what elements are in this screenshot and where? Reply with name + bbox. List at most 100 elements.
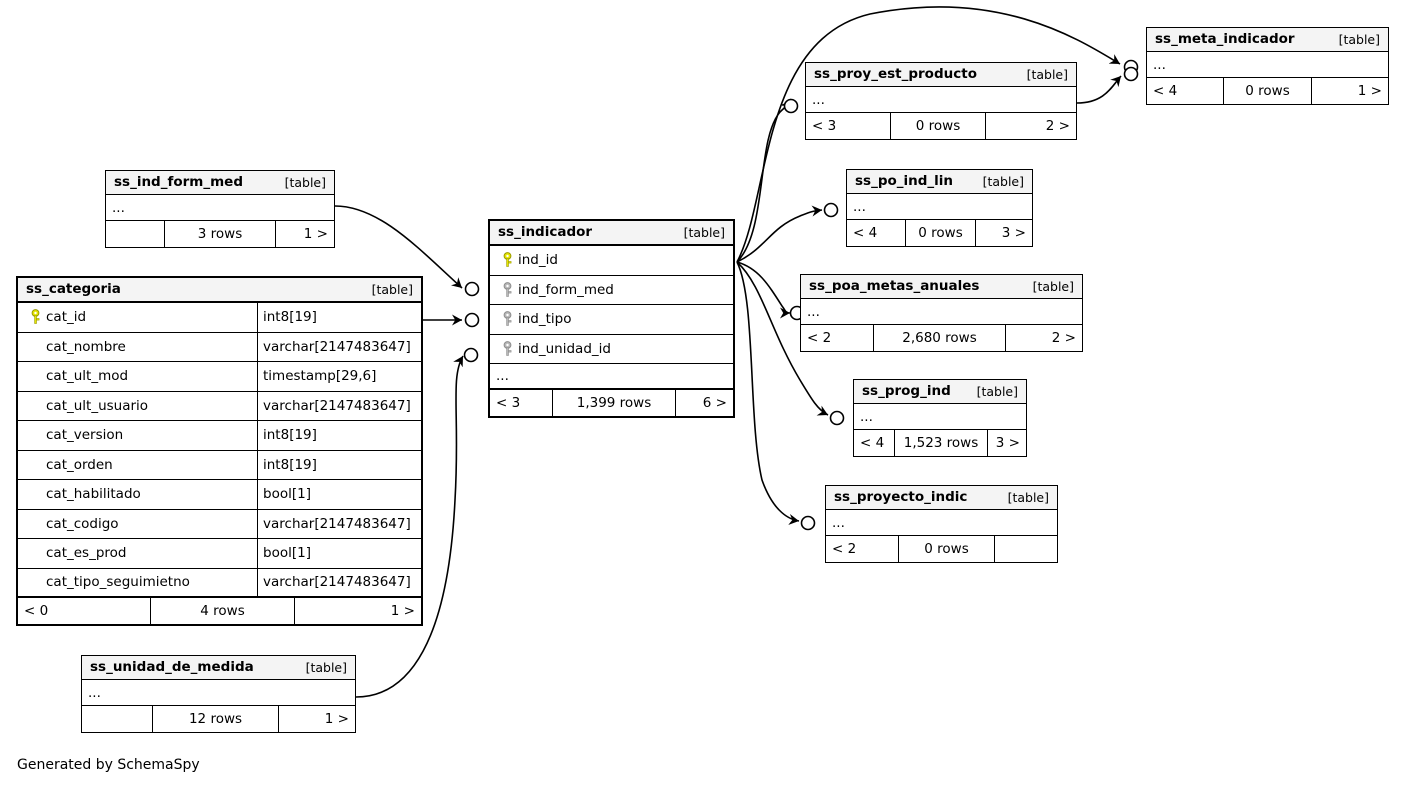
foreign-key-icon (496, 340, 518, 357)
table-name: ss_meta_indicador (1155, 31, 1295, 47)
table-footer: < 3 0 rows 2 > (806, 113, 1076, 139)
table-type-tag: [table] (683, 224, 725, 240)
footer-parent-count: < 0 (24, 603, 49, 619)
more-columns-indicator: ... (806, 87, 1076, 113)
table-type-tag: [table] (305, 659, 347, 675)
table-ss_unidad_de_medida[interactable]: ss_unidad_de_medida [table] ... 12 rows … (81, 655, 356, 733)
schemaspy-credit: Generated by SchemaSpy (17, 757, 200, 773)
table-row: cat_version int8[19] (18, 421, 421, 451)
footer-child-count: 2 > (1051, 330, 1076, 346)
table-type-tag: [table] (976, 383, 1018, 399)
edge-proy-est-producto-to-meta-indicador (1076, 75, 1122, 104)
table-ss_poa_metas_anuales[interactable]: ss_poa_metas_anuales [table] ... < 2 2,6… (800, 274, 1083, 352)
table-type-tag: [table] (1026, 66, 1068, 82)
footer-parent-count (106, 221, 164, 247)
table-type-tag: [table] (284, 174, 326, 190)
column-type: int8[19] (257, 450, 421, 479)
table-row: cat_nombre varchar[2147483647] (18, 332, 421, 362)
column-name: ind_form_med (518, 281, 614, 298)
footer-row-count: 0 rows (890, 113, 986, 139)
footer-parent-count: < 3 (496, 395, 521, 411)
footer-parent-count (82, 706, 152, 732)
column-name: cat_es_prod (46, 545, 127, 562)
column-name: cat_version (46, 427, 124, 444)
footer-child-count: 2 > (1045, 118, 1070, 134)
table-ss_po_ind_lin[interactable]: ss_po_ind_lin [table] ... < 4 0 rows 3 > (846, 169, 1033, 247)
table-header: ss_indicador [table] (490, 221, 733, 246)
column-name: cat_ult_mod (46, 368, 129, 385)
table-ss_indicador[interactable]: ss_indicador [table] ind_id (488, 219, 735, 418)
table-footer: 12 rows 1 > (82, 706, 355, 732)
column-type: bool[1] (257, 480, 421, 509)
column-type: int8[19] (257, 421, 421, 450)
table-ss_proy_est_producto[interactable]: ss_proy_est_producto [table] ... < 3 0 r… (805, 62, 1077, 140)
column-cell: ind_id (490, 246, 733, 275)
column-cell: cat_id (18, 303, 257, 332)
more-columns-indicator: ... (106, 195, 334, 221)
column-cell: cat_nombre (18, 333, 257, 362)
edge-endpoint-circle (463, 347, 479, 363)
column-name: cat_tipo_seguimietno (46, 574, 190, 591)
column-type: varchar[2147483647] (257, 509, 421, 538)
footer-row-count: 1,399 rows (552, 390, 676, 416)
footer-child-count: 1 > (1357, 83, 1382, 99)
table-footer: < 4 0 rows 3 > (847, 220, 1032, 246)
column-cell: ind_unidad_id (490, 335, 733, 364)
more-columns-indicator: ... (826, 510, 1057, 536)
table-row: cat_id int8[19] (18, 303, 421, 333)
table-type-tag: [table] (982, 173, 1024, 189)
table-ss_categoria[interactable]: ss_categoria [table] cat_id int8[19] (16, 276, 423, 626)
table-name: ss_proyecto_indic (834, 489, 968, 505)
table-header: ss_proyecto_indic [table] (826, 486, 1057, 510)
table-name: ss_po_ind_lin (855, 173, 954, 189)
table-row: cat_codigo varchar[2147483647] (18, 509, 421, 539)
table-name: ss_categoria (26, 281, 121, 297)
table-row: cat_ult_mod timestamp[29,6] (18, 362, 421, 392)
column-cell: cat_es_prod (18, 539, 257, 568)
footer-row-count: 12 rows (152, 706, 279, 732)
column-type: int8[19] (257, 303, 421, 332)
table-row: cat_tipo_seguimietno varchar[2147483647] (18, 568, 421, 598)
footer-parent-count: < 2 (807, 330, 832, 346)
table-ss_meta_indicador[interactable]: ss_meta_indicador [table] ... < 4 0 rows… (1146, 27, 1389, 105)
table-footer: < 4 1,523 rows 3 > (854, 430, 1026, 456)
edge-endpoint-circle (464, 281, 480, 297)
more-columns-indicator: ... (801, 299, 1082, 325)
column-cell: cat_codigo (18, 510, 257, 539)
table-header: ss_proy_est_producto [table] (806, 63, 1076, 87)
table-header: ss_prog_ind [table] (854, 380, 1026, 404)
table-row: ind_unidad_id (490, 335, 733, 364)
table-name: ss_prog_ind (862, 383, 951, 399)
column-type: varchar[2147483647] (257, 391, 421, 420)
edge-endpoint-circle (464, 312, 480, 328)
table-name: ss_ind_form_med (114, 174, 243, 190)
edge-endpoint-circle (800, 515, 816, 531)
table-ss_ind_form_med[interactable]: ss_ind_form_med [table] ... 3 rows 1 > (105, 170, 335, 248)
table-row: cat_es_prod bool[1] (18, 539, 421, 569)
more-columns-indicator: ... (1147, 52, 1388, 78)
table-type-tag: [table] (371, 281, 413, 297)
column-cell: cat_version (18, 421, 257, 450)
footer-parent-count: < 4 (1153, 83, 1178, 99)
table-footer: < 0 4 rows 1 > (18, 598, 421, 624)
table-footer: < 3 1,399 rows 6 > (490, 390, 733, 416)
table-row: cat_ult_usuario varchar[2147483647] (18, 391, 421, 421)
table-ss_proyecto_indic[interactable]: ss_proyecto_indic [table] ... < 2 0 rows (825, 485, 1058, 563)
table-header: ss_ind_form_med [table] (106, 171, 334, 195)
more-columns-indicator: ... (854, 404, 1026, 430)
footer-child-count (995, 536, 1057, 562)
footer-child-count: 1 > (303, 226, 328, 242)
table-header: ss_poa_metas_anuales [table] (801, 275, 1082, 299)
edge-endpoint-circle (1123, 66, 1139, 82)
table-footer: < 2 2,680 rows 2 > (801, 325, 1082, 351)
table-name: ss_unidad_de_medida (90, 659, 254, 675)
table-name: ss_poa_metas_anuales (809, 278, 980, 294)
foreign-key-icon (496, 281, 518, 298)
column-name: ind_id (518, 252, 558, 269)
more-columns-indicator: ... (847, 194, 1032, 220)
table-footer: 3 rows 1 > (106, 221, 334, 247)
primary-key-icon (24, 309, 46, 325)
edge-indicador-to-proy-est-producto (736, 98, 793, 263)
foreign-key-icon (496, 311, 518, 327)
table-ss_prog_ind[interactable]: ss_prog_ind [table] ... < 4 1,523 rows 3… (853, 379, 1027, 457)
